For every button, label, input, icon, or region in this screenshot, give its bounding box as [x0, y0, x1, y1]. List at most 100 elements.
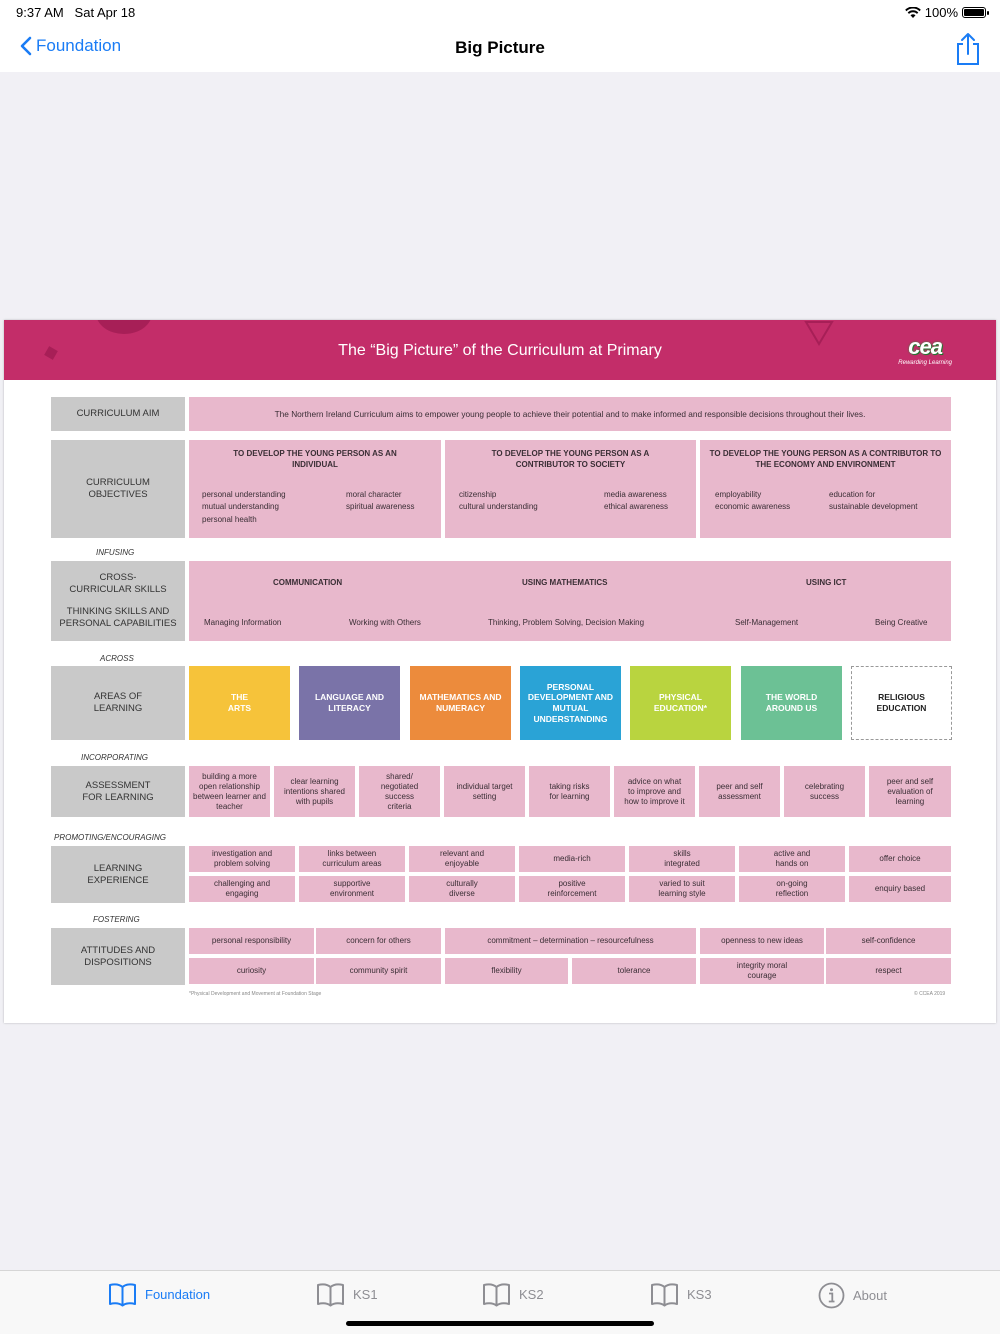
objective-items-right: moral character spiritual awareness	[346, 490, 415, 512]
objective-items-right: media awareness ethical awareness	[604, 490, 669, 512]
battery-icon	[962, 7, 989, 18]
assessment-item: peer and self evaluation of learning	[869, 766, 951, 817]
assessment-item: clear learning intentions shared with pu…	[274, 766, 355, 817]
learning-experience-label: LEARNING EXPERIENCE	[51, 846, 185, 903]
capability-item: Thinking, Problem Solving, Decision Maki…	[488, 618, 645, 627]
objective-title-economy: TO DEVELOP THE YOUNG PERSON AS A CONTRIB…	[709, 449, 942, 469]
area-the-arts: THE ARTS	[189, 666, 290, 740]
skill-communication: COMMUNICATION	[273, 578, 343, 587]
objective-items-left: employability economic awareness	[715, 490, 791, 512]
section-label-infusing: INFUSING	[96, 548, 135, 557]
decorative-triangle	[804, 321, 834, 346]
objective-title-society: TO DEVELOP THE YOUNG PERSON AS A CONTRIB…	[491, 449, 650, 469]
area-language-literacy: LANGUAGE AND LITERACY	[299, 666, 400, 740]
chevron-left-icon	[20, 36, 32, 56]
area-world-around-us: THE WORLD AROUND US	[741, 666, 842, 740]
assessment-item: peer and self assessment	[699, 766, 780, 817]
attitude-item: concern for others	[316, 928, 441, 954]
curriculum-aim-label: CURRICULUM AIM	[51, 397, 185, 431]
experience-item: media-rich	[519, 846, 625, 872]
date-text: Sat Apr 18	[74, 5, 136, 20]
tab-ks1[interactable]: KS1	[316, 1282, 378, 1307]
tab-about[interactable]: About	[818, 1282, 887, 1309]
attitude-item: tolerance	[572, 958, 696, 984]
capability-item: Being Creative	[875, 618, 928, 627]
assessment-item: taking risks for learning	[529, 766, 610, 817]
experience-item: culturally diverse	[409, 876, 515, 902]
experience-item: investigation and problem solving	[189, 846, 295, 872]
experience-item: active and hands on	[739, 846, 845, 872]
curriculum-objectives-label: CURRICULUM OBJECTIVES	[51, 440, 185, 538]
skill-using-mathematics: USING MATHEMATICS	[522, 578, 608, 587]
copyright: © CCEA 2019	[914, 991, 946, 997]
tab-label: KS3	[687, 1287, 712, 1302]
tab-label: KS1	[353, 1287, 378, 1302]
capability-item: Working with Others	[349, 618, 421, 627]
attitude-item: openness to new ideas	[700, 928, 824, 954]
attitude-item: integrity moral courage	[700, 958, 824, 984]
cea-logo: cea Rewarding Learning	[898, 334, 952, 366]
area-religious-education: RELIGIOUS EDUCATION	[851, 666, 952, 740]
assessment-item: building a more open relationship betwee…	[189, 766, 270, 817]
battery-percent: 100%	[924, 5, 958, 20]
areas-of-learning-label: AREAS OF LEARNING	[51, 666, 185, 740]
assessment-item: shared/ negotiated success criteria	[359, 766, 440, 817]
info-icon	[818, 1282, 845, 1309]
thinking-skills-label: THINKING SKILLS AND PERSONAL CAPABILITIE…	[59, 606, 177, 629]
skill-using-ict: USING ICT	[806, 578, 847, 587]
attitude-item: community spirit	[316, 958, 441, 984]
experience-item: challenging and engaging	[189, 876, 295, 902]
share-icon	[957, 33, 979, 65]
area-physical-education: PHYSICAL EDUCATION*	[630, 666, 731, 740]
area-personal-development: PERSONAL DEVELOPMENT AND MUTUAL UNDERSTA…	[520, 666, 621, 740]
experience-item: skills integrated	[629, 846, 735, 872]
experience-item: on-going reflection	[739, 876, 845, 902]
objective-box-individual	[189, 440, 441, 538]
big-picture-poster[interactable]: The “Big Picture” of the Curriculum at P…	[4, 320, 996, 1023]
tab-ks2[interactable]: KS2	[482, 1282, 544, 1307]
book-icon	[109, 1283, 136, 1307]
tab-label: Foundation	[145, 1287, 211, 1302]
experience-item: varied to suit learning style	[629, 876, 735, 902]
tab-ks3[interactable]: KS3	[650, 1282, 712, 1307]
status-bar: 9:37 AM Sat Apr 18 100%	[0, 0, 1000, 24]
navigation-bar: Foundation Big Picture	[0, 24, 1000, 72]
objective-items-right: education for sustainable development	[829, 490, 918, 512]
experience-item: relevant and enjoyable	[409, 846, 515, 872]
capability-item: Self-Management	[735, 618, 799, 627]
assessment-item: individual target setting	[444, 766, 525, 817]
section-label-incorporating: INCORPORATING	[81, 753, 148, 762]
logo-text: cea	[908, 334, 943, 359]
poster-title: The “Big Picture” of the Curriculum at P…	[338, 342, 662, 359]
attitude-item: commitment – determination – resourceful…	[445, 928, 696, 954]
attitudes-label: ATTITUDES AND DISPOSITIONS	[51, 928, 185, 985]
attitude-item: personal responsibility	[189, 928, 314, 954]
attitude-item: flexibility	[445, 958, 568, 984]
section-label-fostering: FOSTERING	[93, 915, 140, 924]
assessment-item: advice on what to improve and how to imp…	[614, 766, 695, 817]
attitude-item: curiosity	[189, 958, 314, 984]
book-icon	[317, 1283, 344, 1307]
logo-tagline: Rewarding Learning	[898, 360, 952, 366]
curriculum-aim-text: The Northern Ireland Curriculum aims to …	[189, 397, 951, 431]
time-text: 9:37 AM	[16, 5, 64, 20]
experience-item: enquiry based	[849, 876, 951, 902]
decorative-circle	[96, 320, 152, 334]
section-label-promoting: PROMOTING/ENCOURAGING	[54, 833, 167, 842]
status-time: 9:37 AM Sat Apr 18	[16, 5, 135, 20]
book-icon	[651, 1283, 678, 1307]
home-indicator[interactable]	[346, 1321, 654, 1326]
cross-curricular-skills-label: CROSS-CURRICULAR SKILLS	[69, 572, 167, 595]
page-title: Big Picture	[455, 38, 545, 57]
tab-foundation[interactable]: Foundation	[108, 1282, 210, 1307]
cross-curricular-label: CROSS-CURRICULAR SKILLS THINKING SKILLS …	[51, 561, 185, 641]
objective-title-individual: TO DEVELOP THE YOUNG PERSON AS AN INDIVI…	[233, 449, 397, 469]
objective-box-society	[445, 440, 696, 538]
area-mathematics-numeracy: MATHEMATICS AND NUMERACY	[410, 666, 511, 740]
experience-item: supportive environment	[299, 876, 405, 902]
share-button[interactable]	[954, 32, 982, 71]
back-button[interactable]: Foundation	[20, 36, 121, 56]
objective-items-left: personal understanding mutual understand…	[202, 490, 286, 524]
footnote: *Physical Development and Movement at Fo…	[189, 991, 322, 997]
poster-banner: The “Big Picture” of the Curriculum at P…	[4, 320, 996, 380]
